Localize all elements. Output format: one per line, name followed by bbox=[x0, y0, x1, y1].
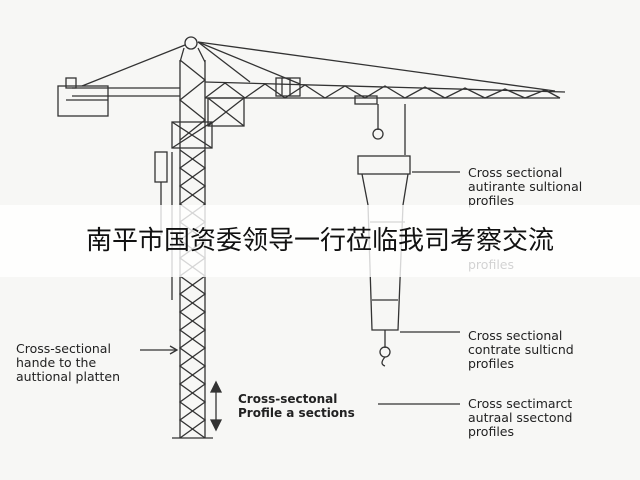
label-center: Cross-sectonal Profile a sections bbox=[238, 392, 355, 420]
hook-assembly bbox=[357, 104, 411, 367]
label-top-right: Cross sectional autirante sultional prof… bbox=[468, 165, 583, 208]
counter-jib bbox=[57, 44, 186, 117]
label-lower-right: Cross sectional contrate sulticnd profil… bbox=[468, 328, 574, 371]
banner-title: 南平市国资委领导一行莅临我司考察交流 bbox=[85, 226, 554, 256]
title-banner: 南平市国资委领导一行莅临我司考察交流 bbox=[0, 205, 640, 277]
slewing-unit bbox=[171, 97, 245, 149]
tower-apex bbox=[179, 36, 206, 63]
dimension-arrow bbox=[209, 380, 223, 432]
label-bottom-right: Cross sectimarct autraal ssectond profil… bbox=[468, 396, 573, 439]
label-left: Cross-sectional hande to the auttional p… bbox=[16, 341, 121, 384]
leader-lines bbox=[140, 171, 460, 405]
main-jib bbox=[197, 41, 566, 105]
